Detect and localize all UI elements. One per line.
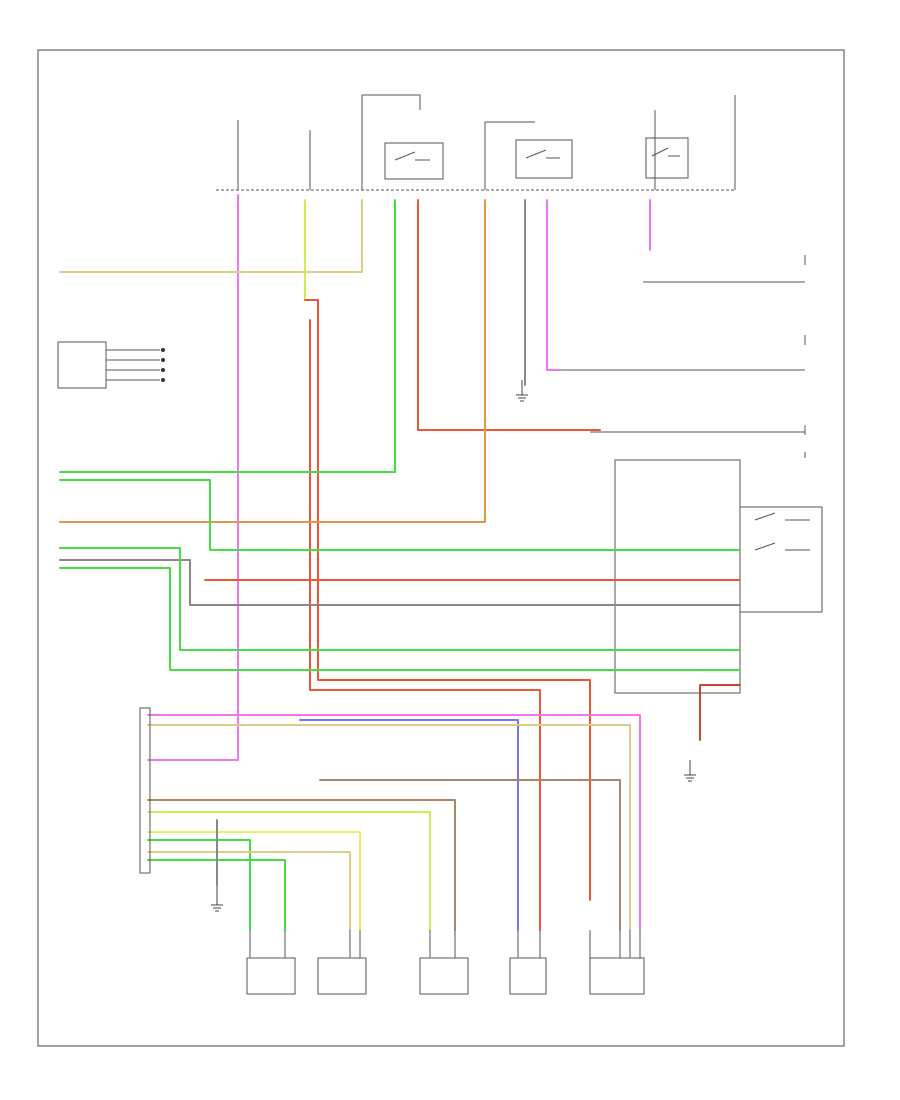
- relay-1: [384, 142, 444, 180]
- wire-green-6: [147, 859, 286, 931]
- ground-symbol-3: [211, 885, 223, 912]
- pin-dot-3: [161, 368, 165, 372]
- component-module: [589, 957, 645, 995]
- wire-pink-4: [147, 714, 641, 931]
- module-inner-switches: [754, 512, 810, 551]
- component-sensor-3: [419, 957, 469, 995]
- module-box-right: [614, 459, 741, 694]
- wire-blue: [299, 719, 519, 931]
- wire-orange-red: [417, 199, 601, 431]
- right-connector-lines: [560, 281, 805, 433]
- wire-pink-2: [546, 199, 561, 371]
- connector-box-left: [57, 341, 107, 389]
- feed-line-3: [361, 94, 421, 190]
- pin-dot-1: [161, 348, 165, 352]
- ground-symbol-1: [516, 380, 528, 402]
- ecm-connector-strip: [139, 707, 151, 874]
- relay-1-switch: [394, 151, 430, 161]
- pin-dot-4: [161, 378, 165, 382]
- ground-symbol-2: [684, 760, 696, 782]
- wire-green-2: [59, 479, 741, 551]
- component-switch: [509, 957, 547, 995]
- wire-green-3: [59, 547, 741, 651]
- wire-green-1: [59, 199, 396, 473]
- pin-dot-2: [161, 358, 165, 362]
- wire-tan-3: [147, 851, 351, 931]
- feed-line-4: [484, 121, 535, 190]
- relay-2-switch: [525, 149, 560, 159]
- relay-3-switch: [651, 147, 680, 157]
- wire-tan-2: [147, 724, 631, 931]
- wire-brown-2: [319, 779, 621, 931]
- relay-2: [515, 139, 573, 179]
- wire-green-4: [59, 567, 741, 671]
- wire-orange-1: [59, 199, 486, 523]
- wire-pink-main: [147, 194, 239, 761]
- wire-gray-2: [59, 559, 741, 606]
- wire-yellowgreen-2: [147, 811, 431, 931]
- connector-box-left-pins: [106, 349, 160, 381]
- wire-red-main: [304, 299, 591, 901]
- wire-brown-1: [147, 799, 456, 931]
- wire-red-2: [309, 319, 541, 931]
- diagram-frame: [37, 49, 845, 1047]
- wire-dark-red: [699, 684, 741, 741]
- wire-tan-1: [59, 199, 363, 273]
- relay-3: [645, 137, 689, 179]
- module-inner-box: [739, 506, 823, 613]
- wire-yellow-1: [147, 831, 361, 931]
- wire-green-5: [147, 839, 251, 931]
- component-sensor-1: [246, 957, 296, 995]
- component-sensor-2: [317, 957, 367, 995]
- component-leads: [249, 930, 641, 958]
